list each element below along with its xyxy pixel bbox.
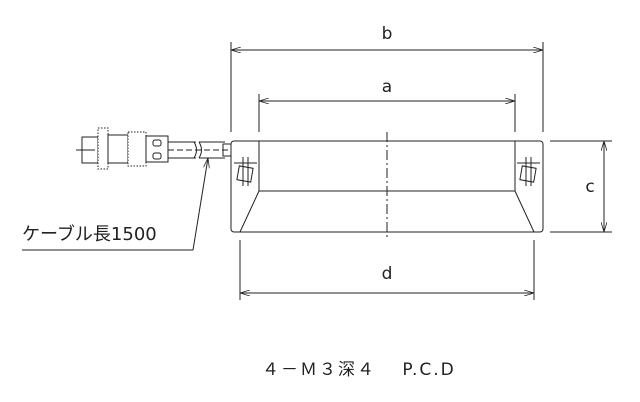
dimension-b: b [230, 24, 544, 132]
dimension-label-b: b [382, 24, 393, 44]
cable-length-label: ケーブル長1500 [22, 223, 157, 245]
cable-connector [76, 127, 232, 170]
cable-length-callout: ケーブル長1500 [22, 158, 208, 251]
dimension-label-c: c [585, 177, 594, 197]
dimension-c: c [550, 140, 612, 233]
screw-left [234, 157, 257, 186]
mounting-note: ４－Ｍ３深４ P.C.D [262, 360, 456, 380]
dimension-label-d: d [382, 264, 393, 284]
light-body [230, 132, 544, 240]
dimension-a: a [258, 77, 516, 132]
screw-right [517, 157, 540, 186]
dimension-label-a: a [382, 77, 392, 97]
dimension-d: d [239, 240, 535, 300]
